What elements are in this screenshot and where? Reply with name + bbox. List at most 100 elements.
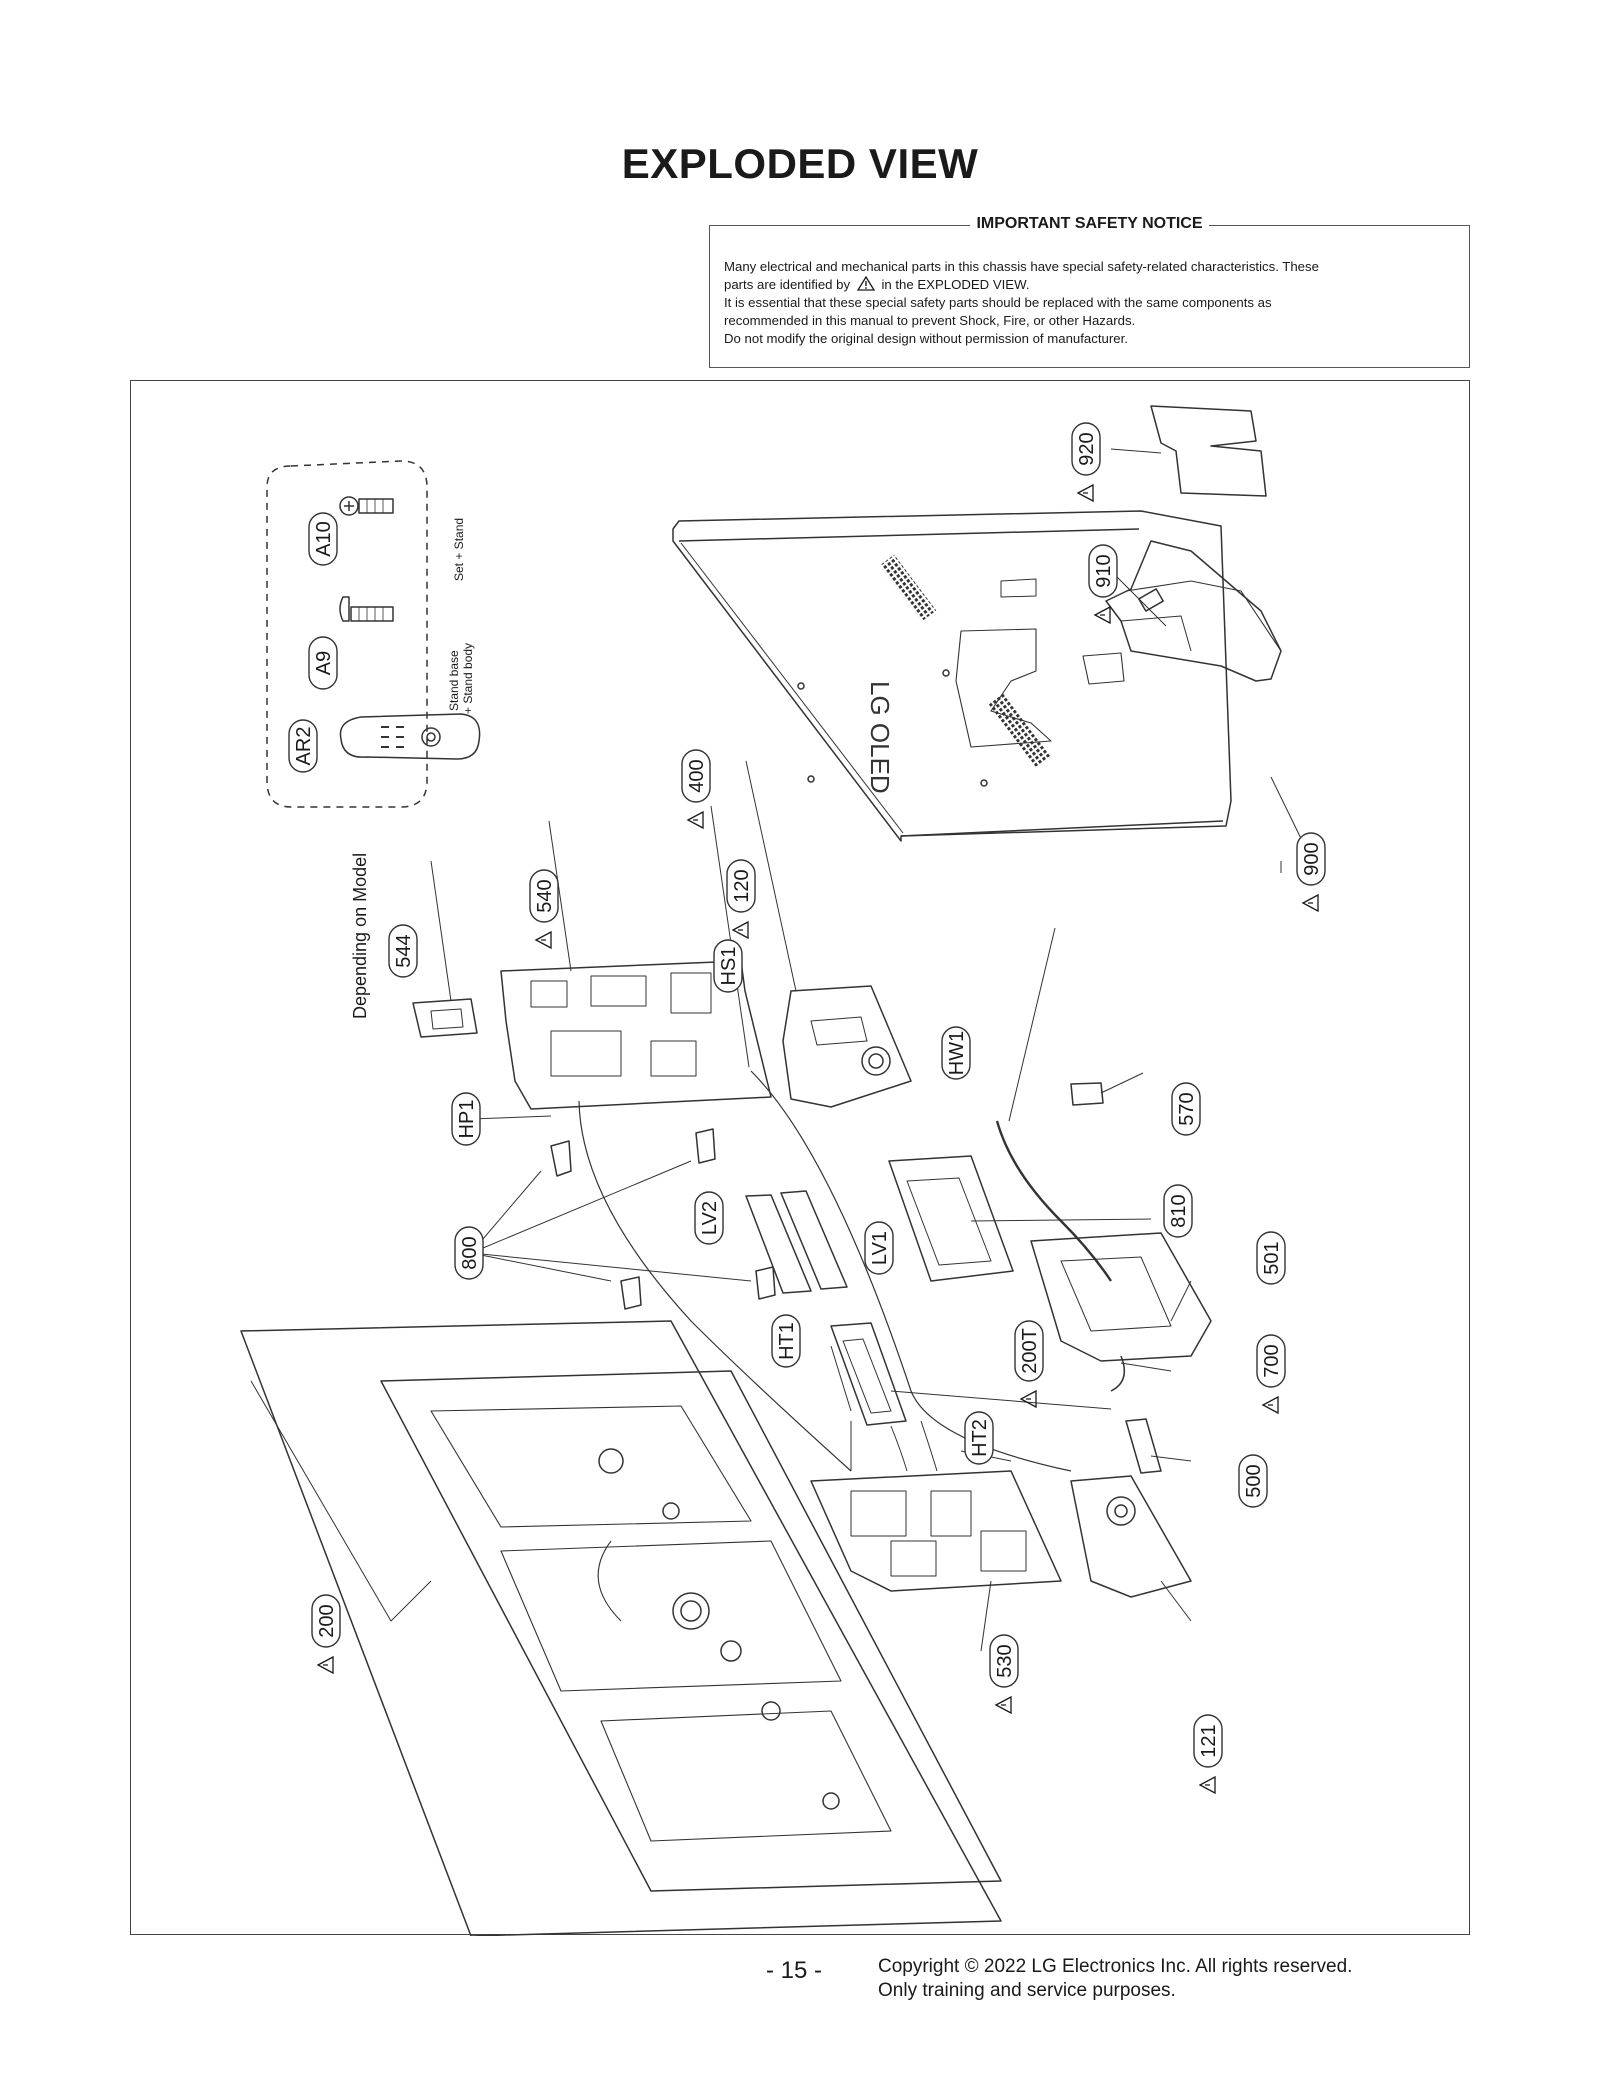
callout-bubble	[1088, 544, 1118, 598]
callout-label: AR2	[293, 727, 315, 766]
callout-label: A10	[313, 521, 335, 557]
callout-120: 120	[726, 859, 756, 940]
cable-700	[1110, 1355, 1126, 1392]
callout-bubble	[964, 1411, 994, 1465]
notice-line-1: Many electrical and mechanical parts in …	[724, 259, 1319, 274]
page-title: EXPLODED VIEW	[621, 140, 979, 187]
callout-200t: 200T	[1014, 1320, 1044, 1409]
callout-800: 800	[454, 1226, 484, 1280]
back-cover-vent-top	[879, 554, 937, 622]
callout-bubble	[1171, 1082, 1201, 1136]
copyright-line-2: Only training and service purposes.	[878, 1980, 1176, 2001]
callout-200: 200	[311, 1594, 341, 1675]
callout-a9: A9	[308, 636, 338, 690]
safety-warning-icon	[1301, 893, 1319, 913]
safety-warning-icon	[1261, 1395, 1279, 1415]
a9-note-line1: Stand base	[447, 650, 461, 711]
callout-bubble	[451, 1092, 481, 1146]
sensor-500	[1125, 1418, 1162, 1474]
notice-line-4: recommended in this manual to prevent Sh…	[724, 313, 1136, 328]
back-cover-part	[672, 510, 1232, 842]
callout-hw1: HW1	[941, 1026, 971, 1080]
callout-label: HT1	[776, 1322, 798, 1360]
callout-530: 530	[989, 1634, 1019, 1715]
display-panel-200	[240, 1320, 1002, 1936]
callout-bubble	[941, 1026, 971, 1080]
board-200t	[830, 1322, 907, 1426]
safety-warning-icon	[1019, 1389, 1037, 1409]
callout-label: 501	[1261, 1241, 1283, 1274]
callout-920: 920	[1071, 422, 1101, 503]
callout-label: 530	[994, 1644, 1016, 1677]
callout-bubble	[308, 636, 338, 690]
safety-warning-icon	[731, 920, 749, 940]
hw1-cable	[995, 1120, 1112, 1282]
callout-bubble	[681, 749, 711, 803]
callout-label: 121	[1198, 1724, 1220, 1757]
safety-notice-body: Many electrical and mechanical parts in …	[724, 258, 1455, 348]
exploded-view-drawing: LG OLED Depending on Model Set + Stand S…	[240, 405, 1326, 1936]
callout-bubble	[1256, 1334, 1286, 1388]
callout-bubble	[694, 1191, 724, 1245]
callout-label: 570	[1176, 1092, 1198, 1125]
callout-700: 700	[1256, 1334, 1286, 1415]
tapes-lv	[745, 1190, 848, 1294]
a10-screw	[339, 496, 394, 516]
callout-501: 501	[1256, 1231, 1286, 1285]
callout-bubble	[1238, 1454, 1268, 1508]
back-bracket-part	[1150, 405, 1267, 497]
callout-label: 400	[686, 759, 708, 792]
callout-label: 544	[393, 934, 415, 967]
callout-810: 810	[1163, 1184, 1193, 1238]
callout-label: 540	[534, 879, 556, 912]
callout-bubble	[1163, 1184, 1193, 1238]
speaker-121	[1070, 1475, 1192, 1598]
callout-bubble	[388, 924, 418, 978]
callout-544: 544	[388, 924, 418, 978]
callout-bubble	[771, 1314, 801, 1368]
depending-on-model-note: Depending on Model	[350, 853, 370, 1019]
safety-warning-icon	[994, 1695, 1012, 1715]
connector-570	[1070, 1082, 1104, 1106]
accessories-box	[266, 460, 481, 808]
safety-warning-icon	[1198, 1775, 1216, 1795]
callout-label: 500	[1243, 1464, 1265, 1497]
a9-screw	[339, 596, 394, 622]
callout-lv1: LV1	[864, 1221, 894, 1275]
callout-bubble	[864, 1221, 894, 1275]
callout-label: 810	[1168, 1194, 1190, 1227]
safety-warning-icon	[686, 810, 704, 830]
callout-500: 500	[1238, 1454, 1268, 1508]
callout-label: HP1	[456, 1100, 478, 1139]
callout-bubble	[713, 939, 743, 993]
notice-line-5: Do not modify the original design withou…	[724, 331, 1128, 346]
callout-label: HS1	[718, 947, 740, 986]
copyright: Copyright © 2022 LG Electronics Inc. All…	[878, 1955, 1352, 2003]
callout-121: 121	[1193, 1714, 1223, 1795]
safety-warning-icon	[856, 275, 875, 291]
callout-hp1: HP1	[451, 1092, 481, 1146]
callout-label: 700	[1261, 1344, 1283, 1377]
callout-label: A9	[313, 651, 335, 675]
back-cover-logo: LG OLED	[865, 681, 895, 794]
callout-bubble	[1071, 422, 1101, 476]
callout-bubble	[1256, 1231, 1286, 1285]
callout-910: 910	[1088, 544, 1118, 625]
speaker-120	[782, 985, 912, 1108]
safety-warning-icon	[316, 1655, 334, 1675]
clips-800	[550, 1128, 776, 1310]
callout-label: 910	[1093, 554, 1115, 587]
module-544	[412, 998, 478, 1038]
safety-warning-icon	[1093, 605, 1111, 625]
callout-ht1: HT1	[771, 1314, 801, 1368]
callout-bubble	[311, 1594, 341, 1648]
safety-warning-icon	[534, 930, 552, 950]
callout-bubble	[454, 1226, 484, 1280]
callout-bubble	[1014, 1320, 1044, 1382]
callout-label: HT2	[969, 1419, 991, 1457]
power-bracket-501	[1030, 1232, 1212, 1362]
callout-label: LV1	[869, 1231, 891, 1265]
power-board-530	[810, 1470, 1062, 1592]
callout-hs1: HS1	[713, 939, 743, 993]
